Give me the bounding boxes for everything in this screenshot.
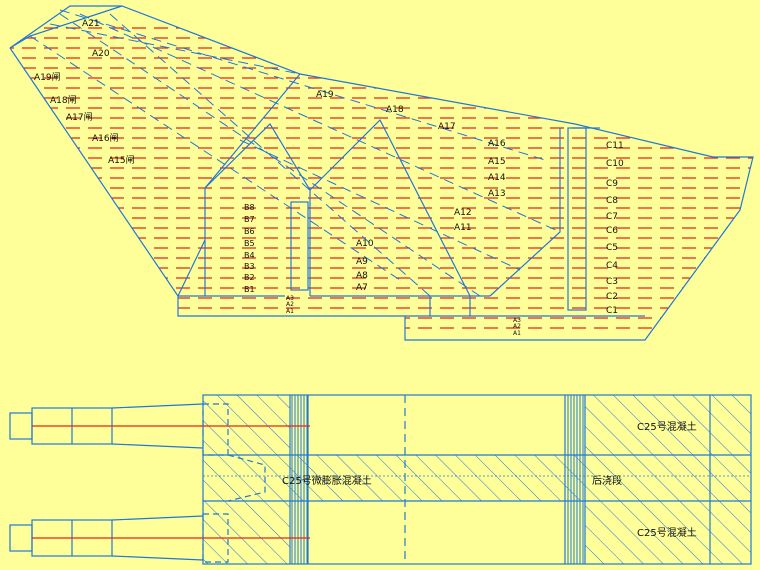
label-c25-bottom: C25号混凝土 — [637, 526, 697, 539]
bottom-right-hatch — [585, 501, 751, 564]
label-a19: A19 — [316, 90, 334, 100]
label-a18-gate: A18闸 — [50, 95, 77, 106]
label-a20: A20 — [92, 49, 110, 59]
label-a9: A9 — [356, 257, 368, 267]
label-c3: C3 — [606, 277, 618, 287]
bottom-left-hatch — [203, 501, 290, 564]
label-c8: C8 — [606, 196, 618, 206]
label-c2: C2 — [606, 292, 618, 302]
bottom-labels-b: A3 A2 A1 — [513, 317, 521, 337]
upper-outline — [9, 5, 754, 341]
label-a13: A13 — [488, 189, 506, 199]
label-a7: A7 — [356, 283, 368, 293]
label-bottom-b2: A2 — [513, 323, 521, 330]
label-a16: A16 — [488, 139, 506, 149]
label-b3: B3 — [244, 262, 255, 271]
label-b5: B5 — [244, 239, 255, 248]
dashed-guides — [29, 9, 561, 297]
label-c5: C5 — [606, 243, 618, 253]
label-c11: C11 — [606, 141, 624, 151]
left-labels: A21 A20 A19闸 A18闸 A17闸 A16闸 A15闸 — [34, 19, 135, 166]
lower-labels: C25号混凝土 C25号微膨胀混凝土 后浇段 C25号混凝土 — [282, 420, 697, 539]
label-a17: A17 — [438, 122, 456, 132]
label-bottom-b1: A1 — [513, 330, 521, 337]
label-b8: B8 — [244, 203, 255, 212]
label-c9: C9 — [606, 179, 618, 189]
lower-bar — [9, 513, 310, 563]
label-a15: A15 — [488, 157, 506, 167]
label-c4: C4 — [606, 261, 618, 271]
label-c10: C10 — [606, 159, 624, 169]
label-a14: A14 — [488, 173, 506, 183]
label-c7: C7 — [606, 212, 618, 222]
lower-section — [9, 394, 752, 565]
label-bottom-a3: A3 — [286, 295, 294, 302]
label-a15-gate: A15闸 — [108, 155, 135, 166]
label-c25-micro-expansion: C25号微膨胀混凝土 — [282, 474, 372, 487]
label-a12: A12 — [454, 208, 472, 218]
label-c1: C1 — [606, 306, 618, 316]
label-b1: B1 — [244, 285, 255, 294]
label-a11: A11 — [454, 223, 472, 233]
label-a17-gate: A17闸 — [66, 112, 93, 123]
left-vertical-hatch — [290, 395, 308, 564]
lower-frame — [202, 394, 752, 565]
label-a19-gate: A19闸 — [34, 72, 61, 83]
label-bottom-a2: A2 — [286, 301, 294, 308]
label-b6: B6 — [244, 227, 255, 236]
top-left-hatch — [203, 395, 290, 455]
label-b4: B4 — [244, 251, 255, 260]
upper-section: A21 A20 A19闸 A18闸 A17闸 A16闸 A15闸 A19 A18… — [9, 5, 754, 341]
c-column-labels: C11 C10 C9 C8 C7 C6 C5 C4 C3 C2 C1 — [606, 141, 624, 316]
label-b2: B2 — [244, 273, 255, 282]
label-a16-gate: A16闸 — [92, 133, 119, 144]
middle-labels: A10 A9 A8 A7 — [356, 239, 374, 293]
label-post-pour: 后浇段 — [592, 474, 622, 487]
top-right-hatch — [585, 395, 751, 455]
pier-labels: B8 B7 B6 B5 B4 B3 B2 B1 — [244, 203, 255, 294]
label-a18: A18 — [386, 105, 404, 115]
label-bottom-b3: A3 — [513, 317, 521, 324]
label-b7: B7 — [244, 215, 255, 224]
upper-bar — [9, 403, 310, 456]
label-a8: A8 — [356, 271, 368, 281]
lift-lines — [10, 27, 753, 329]
label-a21: A21 — [82, 19, 100, 29]
top-labels: A19 A18 A17 — [316, 90, 456, 132]
right-slope-labels: A16 A15 A14 A13 A12 A11 — [454, 139, 506, 233]
bottom-labels-a: A3 A2 A1 — [286, 295, 294, 315]
label-c25-top: C25号混凝土 — [637, 420, 697, 433]
label-c6: C6 — [606, 226, 618, 236]
label-bottom-a1: A1 — [286, 308, 294, 315]
label-a10: A10 — [356, 239, 374, 249]
right-vertical-hatch — [565, 395, 585, 564]
